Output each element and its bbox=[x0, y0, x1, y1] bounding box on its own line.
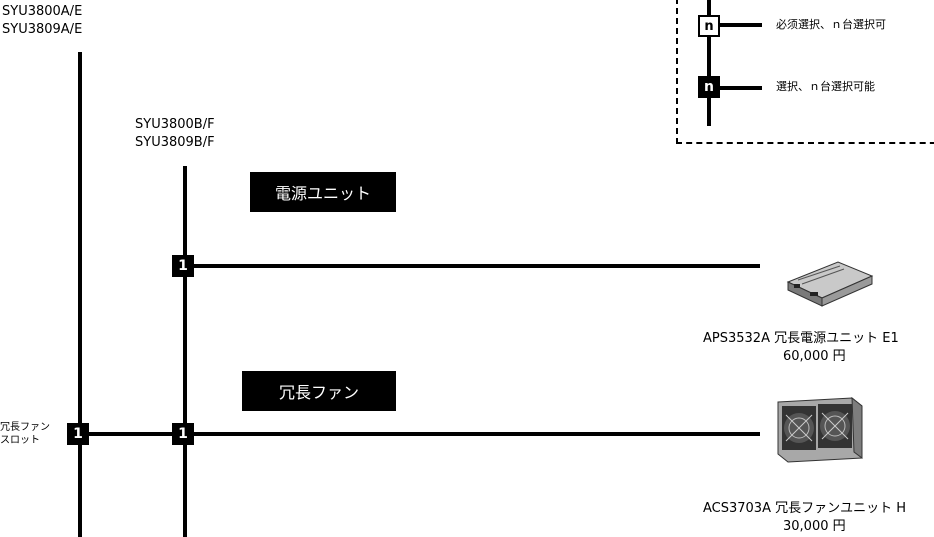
power-section-label: 電源ユニット bbox=[250, 172, 396, 212]
fan-slot-label-line2: スロット bbox=[0, 435, 40, 446]
system-b-line1: SYU3800B/F bbox=[135, 117, 215, 132]
power-badge: 1 bbox=[172, 255, 194, 277]
system-a-line1: SYU3800A/E bbox=[2, 4, 83, 19]
system-a-label: SYU3800A/E SYU3809A/E bbox=[2, 3, 82, 39]
system-b-line2: SYU3809B/F bbox=[135, 135, 215, 150]
system-a-line2: SYU3809A/E bbox=[2, 22, 83, 37]
power-connector-line bbox=[185, 264, 760, 268]
fan-slot-badge: 1 bbox=[67, 423, 89, 445]
power-supply-image bbox=[786, 261, 874, 307]
fan-product-name: ACS3703A 冗長ファンユニット H bbox=[703, 501, 907, 516]
power-product-price: 60,000 円 bbox=[783, 349, 846, 364]
fan-badge: 1 bbox=[172, 423, 194, 445]
system-b-trunk-line bbox=[183, 166, 187, 537]
legend-optional-text: 選択、ｎ台選択可能 bbox=[776, 80, 875, 93]
fan-unit-image bbox=[777, 396, 863, 463]
fan-connector-line bbox=[80, 432, 760, 436]
system-a-trunk-line bbox=[78, 52, 82, 537]
legend-required-badge: n bbox=[698, 15, 720, 37]
legend-box: n 必须選択、ｎ台選択可 n 選択、ｎ台選択可能 bbox=[676, 0, 934, 144]
legend-trunk-line bbox=[707, 0, 711, 126]
legend-optional-badge: n bbox=[698, 76, 720, 98]
legend-required-text: 必须選択、ｎ台選択可 bbox=[776, 18, 886, 31]
fan-product-price: 30,000 円 bbox=[783, 519, 846, 534]
fan-slot-label-line1: 冗長ファン bbox=[0, 422, 50, 433]
fan-section-label: 冗長ファン bbox=[242, 371, 396, 411]
fan-slot-label: 冗長ファン スロット bbox=[0, 421, 50, 447]
legend-optional-connector bbox=[718, 86, 762, 90]
legend-required-connector bbox=[718, 23, 762, 27]
power-product-name: APS3532A 冗長電源ユニット E1 bbox=[703, 331, 899, 346]
system-b-label: SYU3800B/F SYU3809B/F bbox=[135, 116, 215, 152]
